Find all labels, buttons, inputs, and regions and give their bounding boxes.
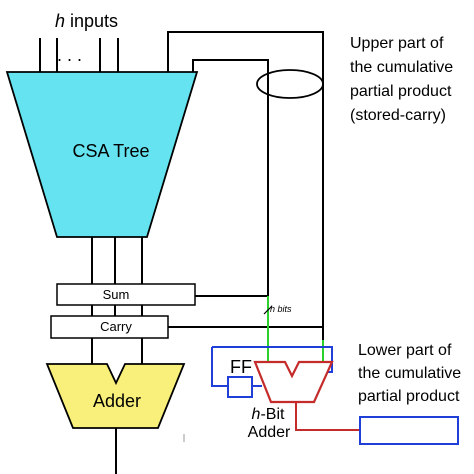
- inputs-label: h inputs: [55, 11, 118, 31]
- lower-note-line1: Lower part of: [358, 342, 452, 359]
- upper-note-line4: (stored-carry): [350, 107, 446, 124]
- ff-feedback-wires: [211, 346, 333, 387]
- hbit-adder-var: h: [252, 406, 261, 423]
- h-bits-rest: bits: [275, 304, 292, 314]
- inputs-ellipsis: . . .: [57, 45, 82, 65]
- inputs-rest: inputs: [65, 11, 118, 31]
- lower-note: Lower part of the cumulative partial pro…: [358, 342, 461, 405]
- hbit-adder-output-wire: [295, 402, 360, 431]
- h-bits-label: h bits: [270, 304, 292, 314]
- ff-block: [227, 376, 253, 398]
- adder-block: [45, 363, 186, 429]
- csa-tree-block: [5, 71, 199, 238]
- inputs-var: h: [55, 11, 65, 31]
- carry-register-label: Carry: [100, 319, 132, 334]
- csa-output-wires: [91, 237, 143, 364]
- upper-note-line3: partial product: [350, 83, 452, 100]
- hbit-adder-rest: -Bit: [260, 406, 285, 423]
- upper-note-line1: Upper part of: [350, 35, 444, 52]
- upper-note: Upper part of the cumulative partial pro…: [350, 35, 453, 124]
- carry-register: [50, 315, 169, 339]
- hbit-adder-label-line2: Adder: [248, 424, 291, 441]
- bus-width-tick: [263, 305, 273, 315]
- h-bits-var: h: [270, 304, 275, 314]
- hbit-adder-label-line1: h-Bit: [252, 406, 285, 423]
- sum-register: [56, 283, 196, 306]
- input-lines: [39, 38, 119, 72]
- upper-note-line2: the cumulative: [350, 59, 453, 76]
- ff-label: FF: [230, 357, 252, 377]
- hbit-adder-block: [253, 360, 334, 404]
- sum-register-label: Sum: [103, 287, 130, 302]
- lower-part-register: [359, 416, 459, 445]
- adder-label: Adder: [93, 391, 141, 411]
- lower-note-line3: partial product: [358, 388, 460, 405]
- lower-note-line2: the cumulative: [358, 365, 461, 382]
- csa-tree-label: CSA Tree: [72, 141, 149, 161]
- stored-carry-ellipse: [256, 69, 324, 99]
